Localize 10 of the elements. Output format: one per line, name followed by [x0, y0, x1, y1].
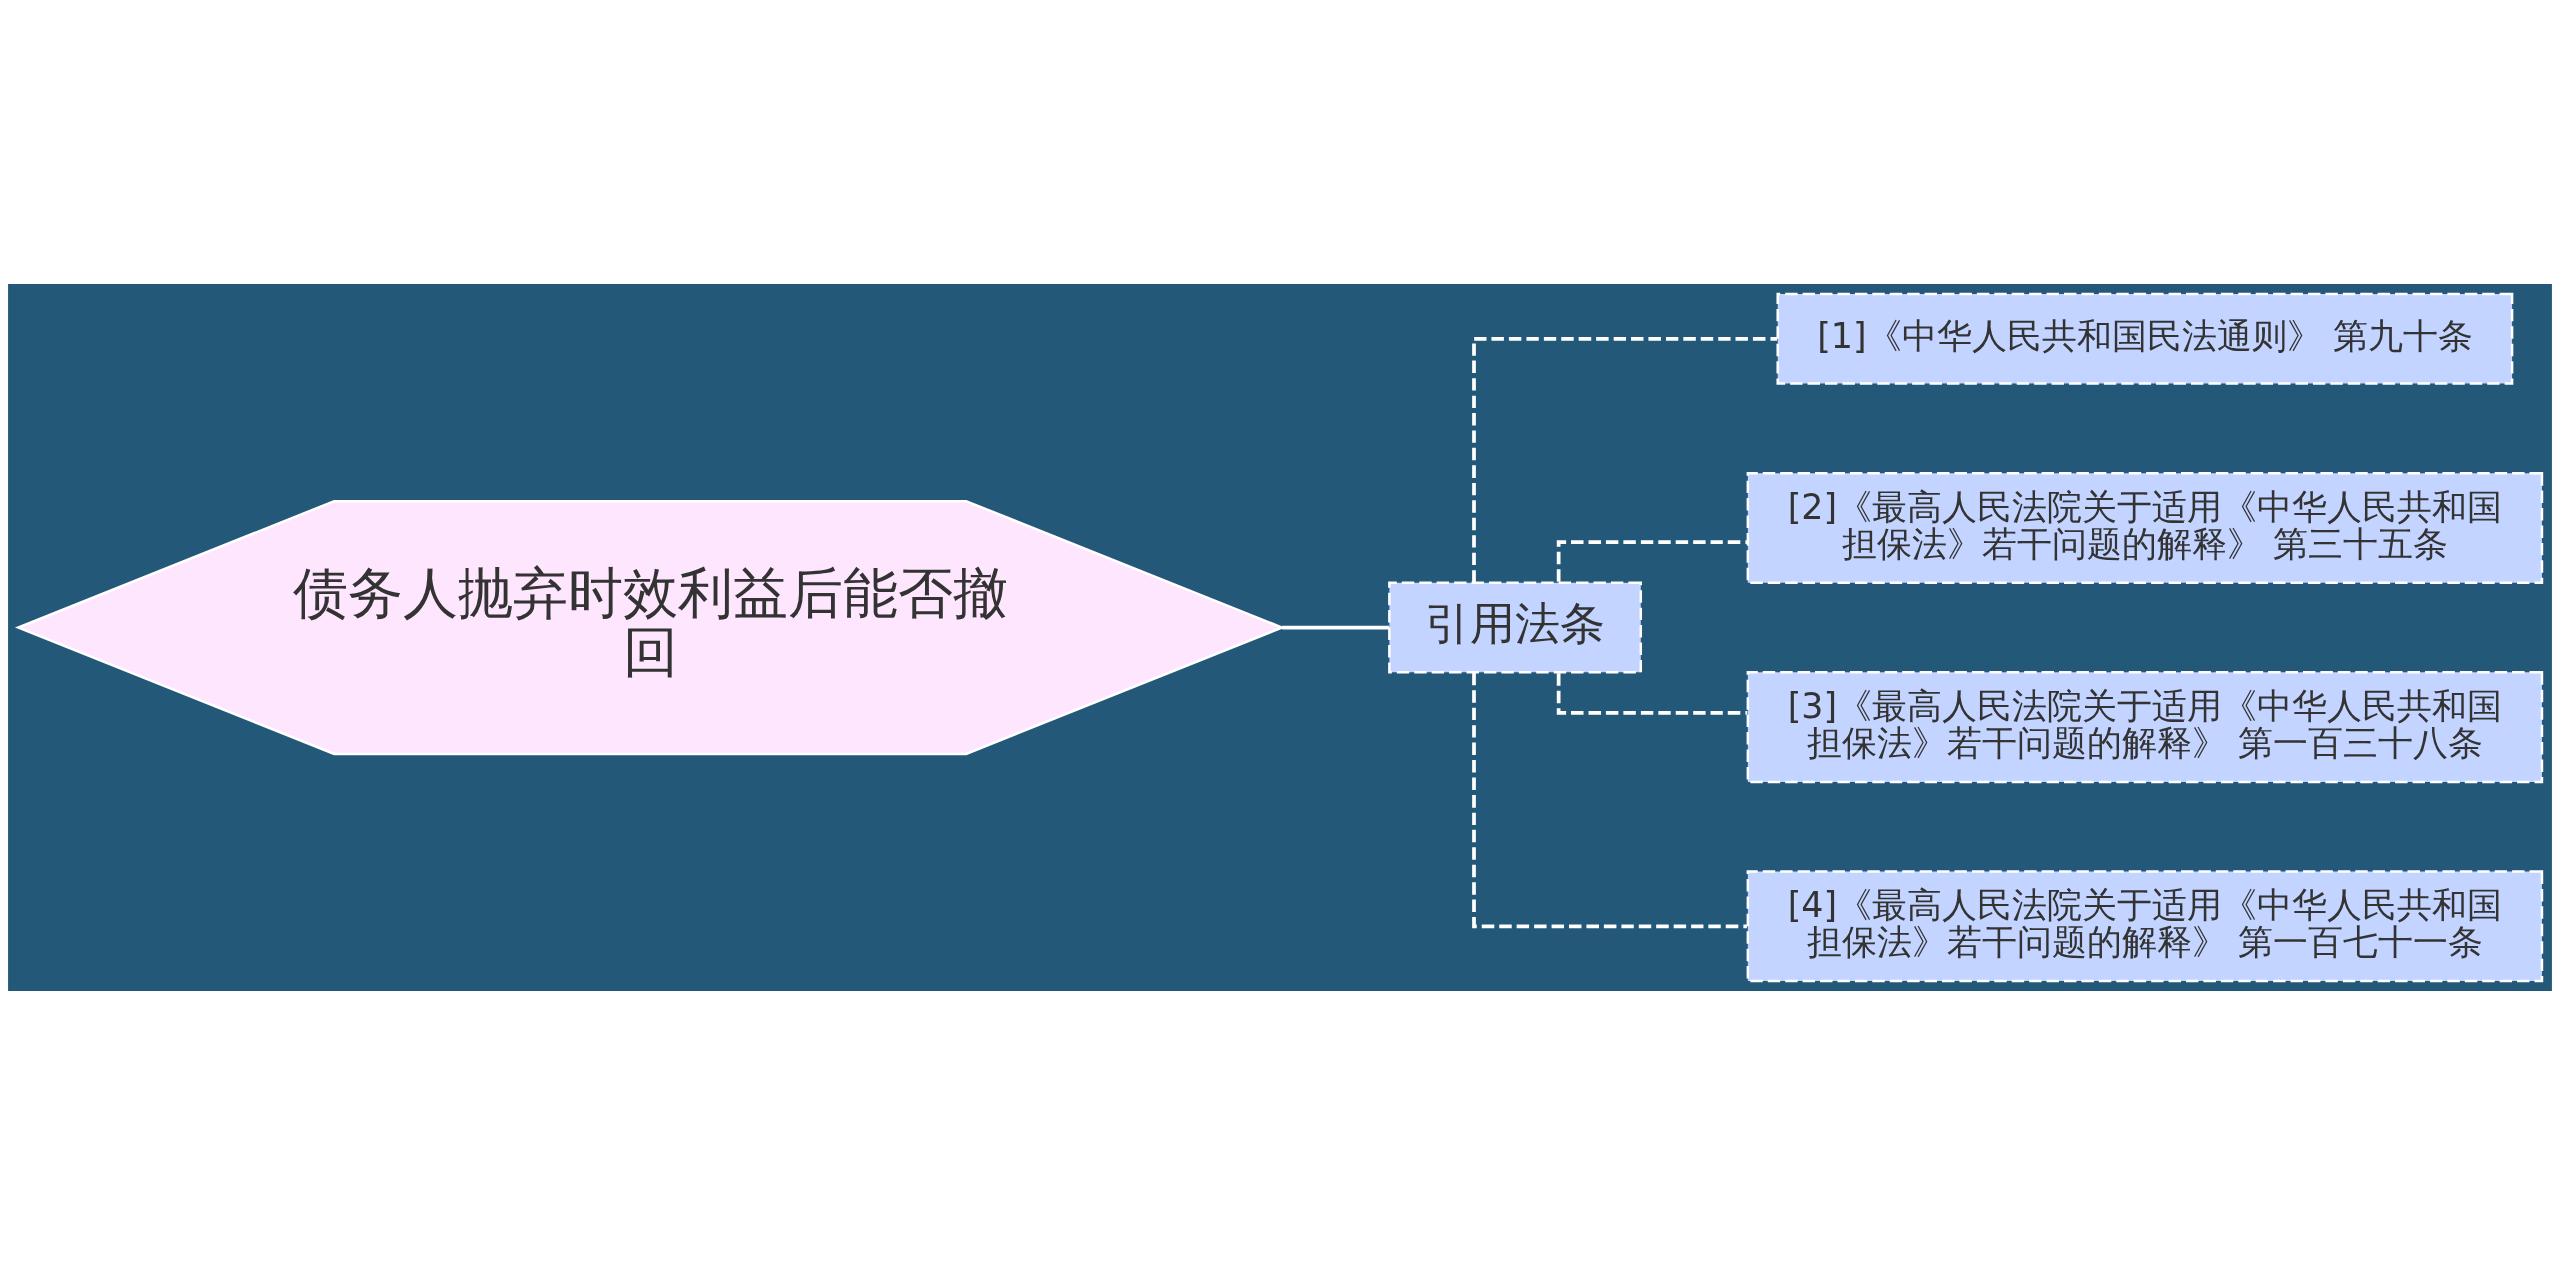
node-box: [4]《最高人民法院关于适用《中华人民共和国担保法》若干问题的解释》 第一百七十一条 [1746, 869, 2544, 982]
connector [1472, 672, 1747, 928]
node-box: [1]《中华人民共和国民法通则》 第九十条 [1776, 292, 2514, 385]
node-box: 引用法条 [1388, 581, 1643, 674]
connector [1556, 539, 1748, 582]
connector [1282, 625, 1390, 629]
connector [1556, 672, 1748, 715]
node-box: [2]《最高人民法院关于适用《中华人民共和国担保法》若干问题的解释》 第三十五条 [1746, 471, 2544, 584]
connector [1472, 336, 1778, 582]
node-box: [3]《最高人民法院关于适用《中华人民共和国担保法》若干问题的解释》 第一百三十八条 [1746, 670, 2544, 783]
